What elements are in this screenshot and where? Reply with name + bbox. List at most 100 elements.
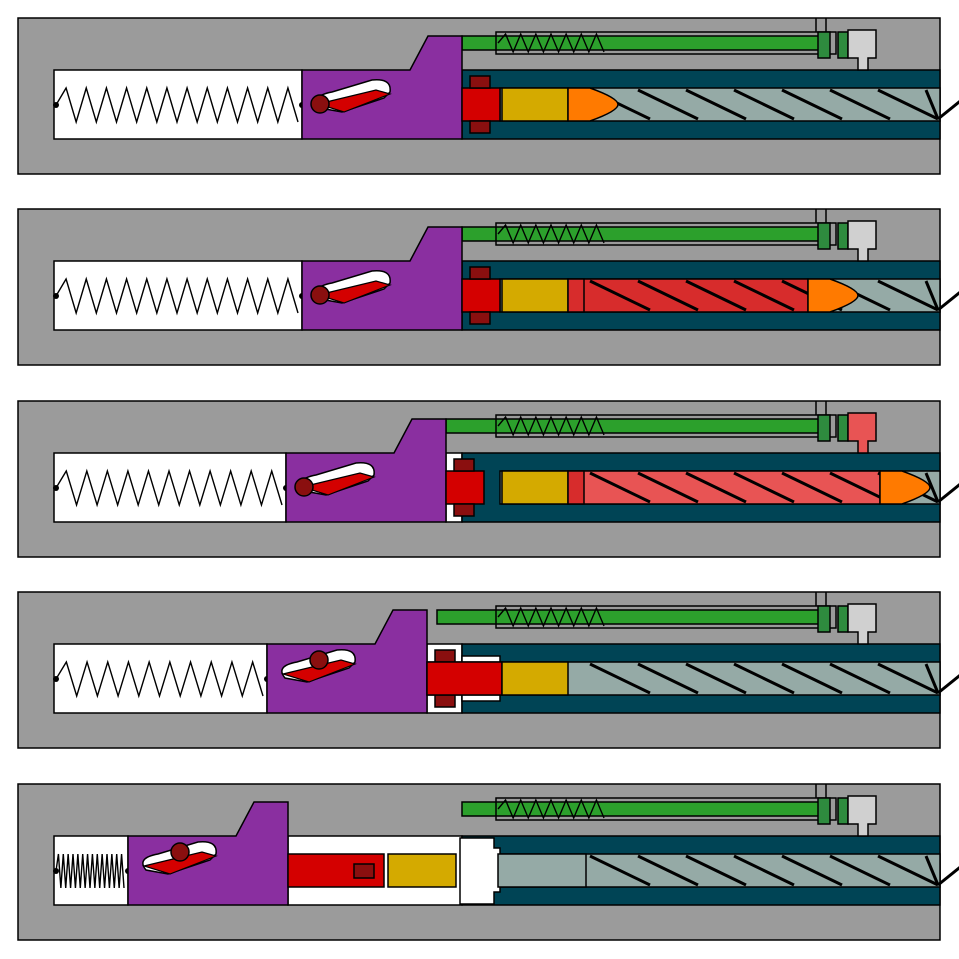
gas-piston <box>817 31 831 59</box>
rifling-groove <box>877 854 939 887</box>
bolt-lug <box>469 311 491 325</box>
operating-rod <box>461 35 821 51</box>
rifling-groove <box>877 88 939 121</box>
lug-recess <box>461 694 501 702</box>
recoil-spring <box>55 853 125 889</box>
gas-block <box>847 29 877 71</box>
rifling-groove <box>924 855 940 886</box>
bullet <box>879 470 931 505</box>
rifling-groove <box>685 88 747 121</box>
cartridge-case <box>501 87 569 122</box>
bore <box>499 661 941 696</box>
gas-piston <box>817 605 831 633</box>
bolt-body <box>426 661 503 696</box>
rifling-groove <box>924 280 940 311</box>
bolt-lug <box>469 75 491 89</box>
spring-anchor <box>53 485 59 491</box>
cam-arm <box>299 472 376 496</box>
rifling-groove <box>637 662 699 695</box>
bolt-lug <box>434 694 456 708</box>
rifling-groove <box>685 662 747 695</box>
rifling-groove <box>781 88 843 121</box>
op-rod-spring <box>497 223 605 245</box>
spring-anchor <box>53 868 59 874</box>
rifling-groove <box>781 471 843 504</box>
op-rod-spring <box>497 32 605 54</box>
chamber-opening <box>459 837 501 905</box>
rifling-groove <box>937 483 959 504</box>
spring-cavity <box>53 643 268 714</box>
gas-piston-head <box>837 605 849 633</box>
op-rod-spring <box>497 606 605 628</box>
panel-3 <box>17 400 959 558</box>
rifling-groove <box>937 100 959 121</box>
rifling-groove <box>937 291 959 312</box>
bullet <box>807 278 859 313</box>
rifling-groove <box>637 88 699 121</box>
recoil-spring <box>55 659 264 699</box>
operating-rod <box>461 801 821 817</box>
spring-anchor <box>53 676 59 682</box>
spring-anchor <box>53 293 59 299</box>
gas-piston-head <box>837 797 849 825</box>
rifling-groove <box>781 662 843 695</box>
rifling-groove <box>924 663 940 694</box>
bolt-lug <box>453 503 475 517</box>
spring-anchor <box>53 102 59 108</box>
gas-block <box>847 220 877 262</box>
rifling-groove <box>924 472 940 503</box>
rifling-groove <box>685 854 747 887</box>
rifling-groove <box>829 854 891 887</box>
gas-piston <box>817 414 831 442</box>
bolt <box>445 470 485 505</box>
cartridge-case <box>501 278 569 313</box>
gas-in-bore <box>567 278 809 313</box>
lug-recess <box>461 655 501 663</box>
rifling-groove <box>937 674 959 695</box>
bolt-lug <box>469 120 491 134</box>
gas-piston <box>817 222 831 250</box>
bolt-lug <box>434 649 456 663</box>
cam-pin <box>170 842 190 862</box>
gas-piston-head <box>837 414 849 442</box>
bolt <box>461 278 501 313</box>
recoil-spring <box>55 468 283 508</box>
rifling-groove <box>589 662 651 695</box>
cam-arm <box>315 89 392 113</box>
rifling-groove <box>589 471 651 504</box>
operating-rod <box>461 226 821 242</box>
panel-5 <box>17 783 959 941</box>
cam-pin <box>310 94 330 114</box>
bullet <box>567 87 619 122</box>
rifling-groove <box>733 88 795 121</box>
rifling-groove <box>589 854 651 887</box>
gas-cylinder-outline <box>495 414 837 438</box>
gas-cylinder-outline <box>495 222 837 246</box>
bolt <box>461 87 501 122</box>
gas-block <box>847 412 877 454</box>
empty-chamber <box>497 853 587 888</box>
spring-cavity <box>53 260 303 331</box>
bolt-lug <box>469 266 491 280</box>
cartridge-case <box>387 853 457 888</box>
recoil-spring <box>55 276 299 316</box>
op-rod-spring <box>497 415 605 437</box>
gas-block <box>847 795 877 837</box>
rifling-groove <box>637 471 699 504</box>
case-mouth-seal <box>567 470 585 505</box>
rifling-groove <box>733 662 795 695</box>
cam-pin <box>294 477 314 497</box>
case-mouth-seal <box>567 278 585 313</box>
gas-block <box>847 603 877 645</box>
rifling-groove <box>937 866 959 887</box>
cam-arm <box>315 280 392 304</box>
cartridge-case <box>501 661 569 696</box>
operating-rod <box>436 609 821 625</box>
rifling-groove <box>637 279 699 312</box>
cam-pin <box>310 285 330 305</box>
rifling-groove <box>924 89 940 120</box>
rifling-groove <box>829 662 891 695</box>
spring-cavity <box>53 69 303 140</box>
rifling-groove <box>637 854 699 887</box>
op-rod-spring <box>497 798 605 820</box>
